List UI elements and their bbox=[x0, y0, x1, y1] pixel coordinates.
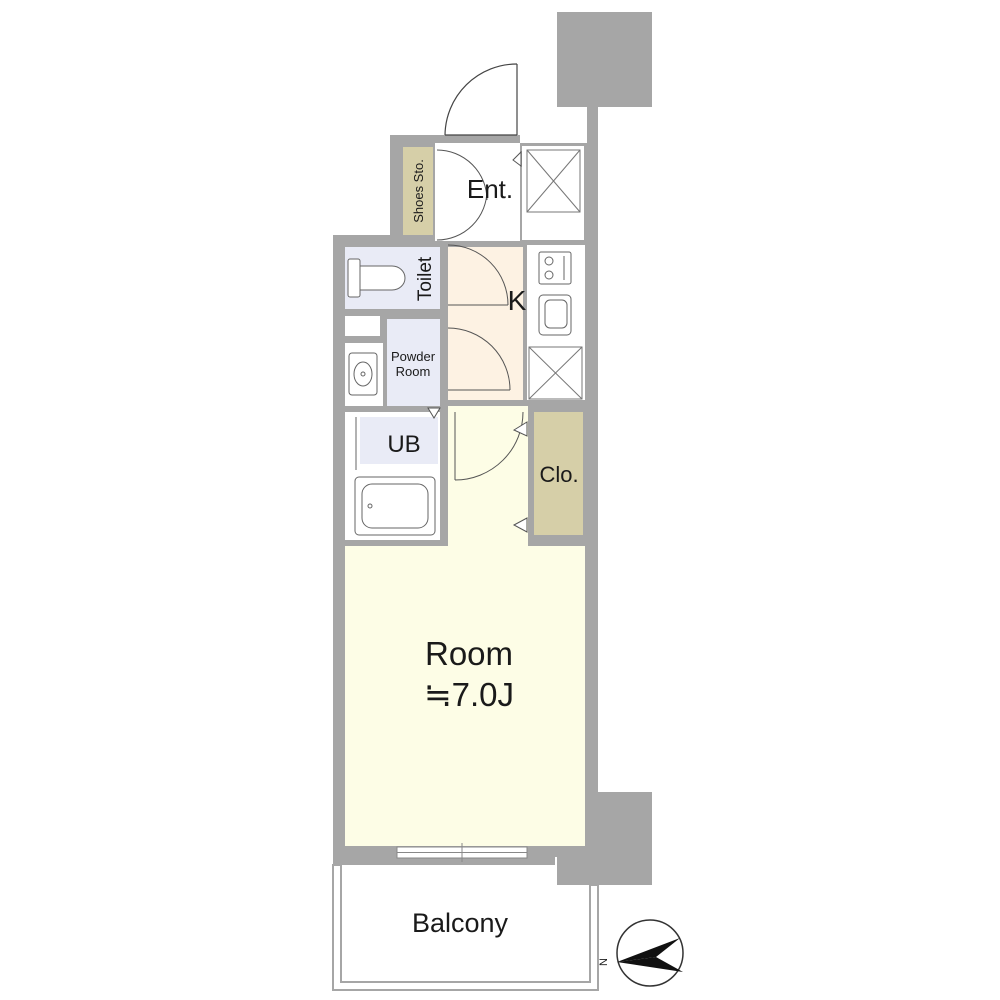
entrance-inner-door bbox=[436, 149, 488, 241]
north-label: N bbox=[598, 958, 610, 966]
room-label: Room bbox=[425, 635, 513, 672]
unit-bath-label: UB bbox=[387, 431, 420, 458]
entrance-floor bbox=[435, 143, 520, 241]
toilet-shelf bbox=[345, 316, 380, 336]
toilet-icon bbox=[347, 258, 406, 298]
sink-icon bbox=[538, 294, 572, 336]
powder-room-floor bbox=[387, 319, 440, 406]
room-size-label: ≒7.0J bbox=[424, 676, 514, 713]
north-arrow-icon: N bbox=[598, 919, 684, 987]
toilet-door bbox=[447, 244, 509, 306]
balcony-label: Balcony bbox=[412, 908, 509, 938]
stove-icon bbox=[538, 251, 572, 285]
closet bbox=[534, 412, 583, 535]
shoes-storage bbox=[403, 147, 433, 235]
closet-label: Clo. bbox=[539, 462, 578, 487]
powder-room-label-line2: Room bbox=[396, 364, 431, 379]
powder-room-label-line1: Powder bbox=[391, 349, 436, 364]
bathtub-icon bbox=[354, 476, 436, 536]
toilet-label: Toilet bbox=[415, 256, 436, 301]
column-top-right bbox=[557, 12, 652, 107]
entrance-label: Ent. bbox=[467, 174, 513, 204]
entry-door bbox=[444, 63, 518, 136]
washbasin-icon bbox=[348, 352, 378, 396]
unit-bath-dry-zone bbox=[360, 417, 438, 464]
kitchen-floor bbox=[448, 247, 523, 400]
balcony bbox=[332, 864, 599, 991]
main-room-floor bbox=[345, 546, 585, 846]
powder-room-door bbox=[447, 327, 511, 391]
kitchen-cabinet-x bbox=[528, 346, 583, 400]
kitchen-counter bbox=[527, 245, 585, 400]
closet-door-marks bbox=[427, 150, 528, 533]
entrance-cabinet-x bbox=[526, 149, 581, 213]
shoes-storage-label: Shoes Sto. bbox=[411, 159, 426, 223]
kitchen-label: K bbox=[508, 285, 527, 316]
entrance-cabinet bbox=[522, 146, 584, 240]
hall-room-join bbox=[448, 530, 528, 550]
